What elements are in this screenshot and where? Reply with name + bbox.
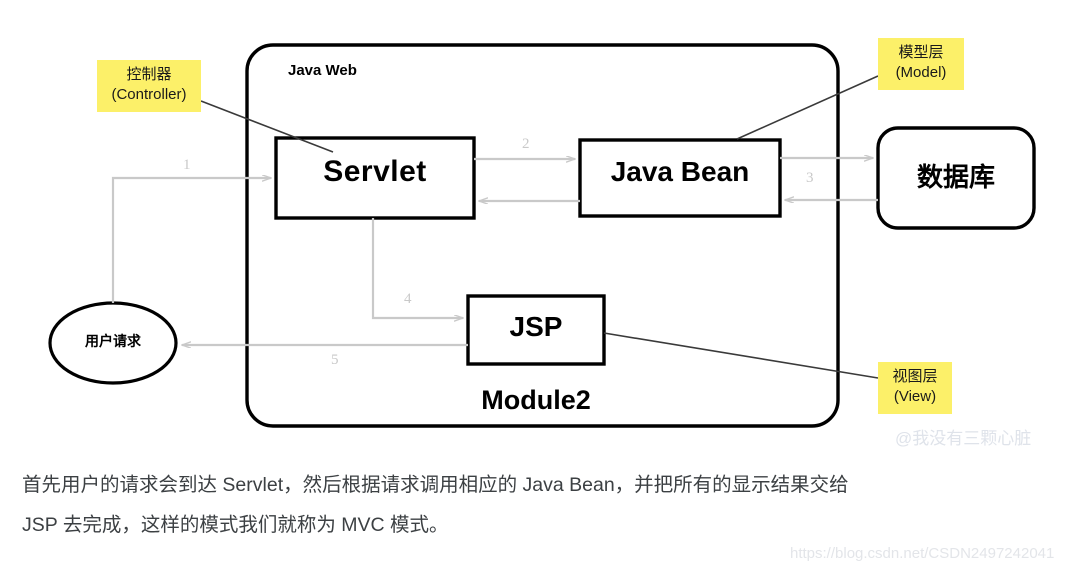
arrow-4 <box>371 218 463 318</box>
callout-view-line1: 视图层 <box>892 368 938 385</box>
arrow-number-1: 1 <box>183 157 191 173</box>
callout-controller-line2: (Controller) <box>111 86 187 104</box>
servlet-box <box>274 136 476 220</box>
caption-line-1: 首先用户的请求会到达 Servlet，然后根据请求调用相应的 Java Bean… <box>22 474 849 496</box>
callout-model-line2: (Model) <box>895 64 947 82</box>
callout-controller-line1: 控制器 <box>126 66 172 83</box>
diagram-canvas <box>48 43 1036 428</box>
watermark-handle: @我没有三颗心脏 <box>895 429 1032 448</box>
database-box <box>876 126 1036 230</box>
leader-line-view <box>603 332 879 379</box>
module2-label: Module2 <box>481 385 591 415</box>
user-request-label: 用户请求 <box>85 333 141 349</box>
database-label: 数据库 <box>916 162 995 192</box>
callout-controller: 控制器 (Controller) <box>97 60 201 112</box>
servlet-label: Servlet <box>323 155 427 188</box>
caption-line-2: JSP 去完成，这样的模式我们就称为 MVC 模式。 <box>22 513 449 536</box>
callout-view-line2: (View) <box>893 388 937 406</box>
arrow-number-5: 5 <box>331 352 339 368</box>
leader-line-model <box>736 75 879 140</box>
arrow-1 <box>111 178 271 303</box>
arrow-number-2: 2 <box>522 136 530 152</box>
jsp-label: JSP <box>509 311 563 342</box>
callout-model: 模型层 (Model) <box>878 38 964 90</box>
callout-model-line1: 模型层 <box>898 44 944 61</box>
caption-text: 首先用户的请求会到达 Servlet，然后根据请求调用相应的 Java Bean… <box>0 466 1077 546</box>
java-bean-label: Java Bean <box>610 156 750 187</box>
leader-line-controller <box>200 100 334 153</box>
arrow-number-3: 3 <box>806 170 814 186</box>
watermark-url: https://blog.csdn.net/CSDN2497242041 <box>790 545 1055 562</box>
java-web-title: Java Web <box>288 62 357 79</box>
mvc-diagram: Java Web Servlet Java Bean 数据库 JSP Modul… <box>48 38 1036 448</box>
jsp-box <box>466 294 606 366</box>
arrow-number-4: 4 <box>404 291 412 307</box>
callout-view: 视图层 (View) <box>878 362 952 414</box>
java-bean-box <box>578 138 782 218</box>
